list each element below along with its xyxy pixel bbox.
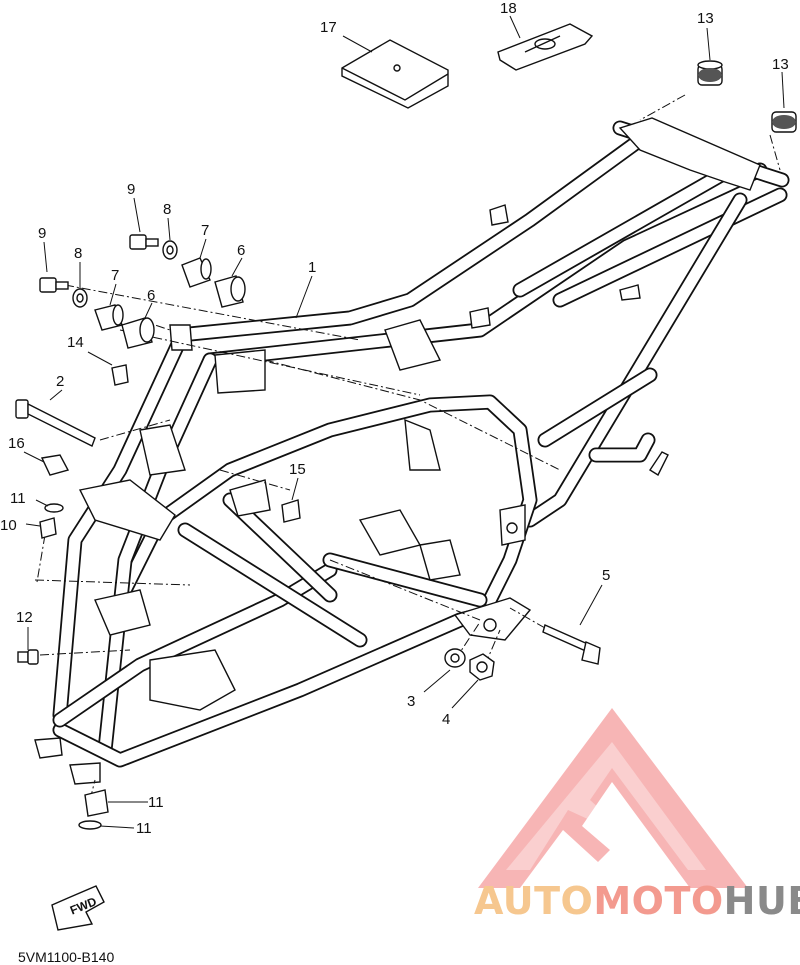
tool-pouch-17 [341,39,449,109]
callout-10-upper: 10 [0,517,17,534]
callout-10-lower: 11 [148,794,164,811]
watermark-brand-moto: MOTO [593,879,723,923]
fwd-arrow-icon: FWD [51,885,105,931]
bolt-12 [17,649,39,665]
callout-8-right: 8 [163,201,171,218]
clip-16 [40,454,70,476]
label-15 [281,499,301,523]
damper-13-left [697,60,723,86]
callout-2: 2 [56,373,64,390]
callout-11-upper: 11 [10,490,26,507]
watermark-brand-auto: AUTO [474,879,593,923]
callout-6-right: 6 [237,242,245,259]
washer-8-left [72,288,88,308]
automotohub-logo [478,708,748,888]
callout-4: 4 [442,711,450,728]
plate-18 [497,23,594,71]
diagram-code: 5VM1100-B140 [18,949,114,965]
callout-13-right: 13 [772,56,789,73]
callout-13-left: 13 [697,10,714,27]
callout-1: 1 [308,259,316,276]
callout-6-left: 6 [147,287,155,304]
collar-10-lower [84,789,109,817]
bolt-9-right [129,234,159,250]
bushing-6-right [214,275,246,308]
o-ring-11-lower [78,820,102,830]
callout-11-lower-label: 11 [136,820,152,837]
collar-10-upper [39,517,57,539]
frame-assembly [34,117,790,785]
callout-9-left: 9 [38,225,46,242]
watermark-brand-hub: HUB [724,879,800,923]
callout-17: 17 [320,19,337,36]
collar-7-left [94,304,124,331]
callout-16: 16 [8,435,25,452]
callout-5: 5 [602,567,610,584]
damper-13-right [771,111,797,133]
collar-7-right [181,257,212,288]
clamp-14 [111,364,129,386]
bolt-9-left [39,277,69,293]
o-ring-11-upper [44,503,64,513]
callout-9-right: 9 [127,181,135,198]
long-bolt-2 [15,399,96,447]
callout-3: 3 [407,693,415,710]
bolt-5 [542,624,601,665]
nut-4 [469,653,495,681]
callout-14: 14 [67,334,84,351]
callout-7-left: 7 [111,267,119,284]
callout-leaders [23,15,785,829]
callout-8-left: 8 [74,245,82,262]
watermark-brand: AUTOMOTOHUB [474,879,800,923]
callout-18: 18 [500,0,517,17]
washer-8-right [162,240,178,260]
washer-3 [444,648,466,668]
callout-7-right: 7 [201,222,209,239]
callout-15: 15 [289,461,306,478]
callout-12: 12 [16,609,33,626]
callout-numbers: 17 18 13 13 9 8 7 6 9 8 7 6 1 14 2 16 11… [0,0,789,837]
bushing-6-left [121,317,155,349]
